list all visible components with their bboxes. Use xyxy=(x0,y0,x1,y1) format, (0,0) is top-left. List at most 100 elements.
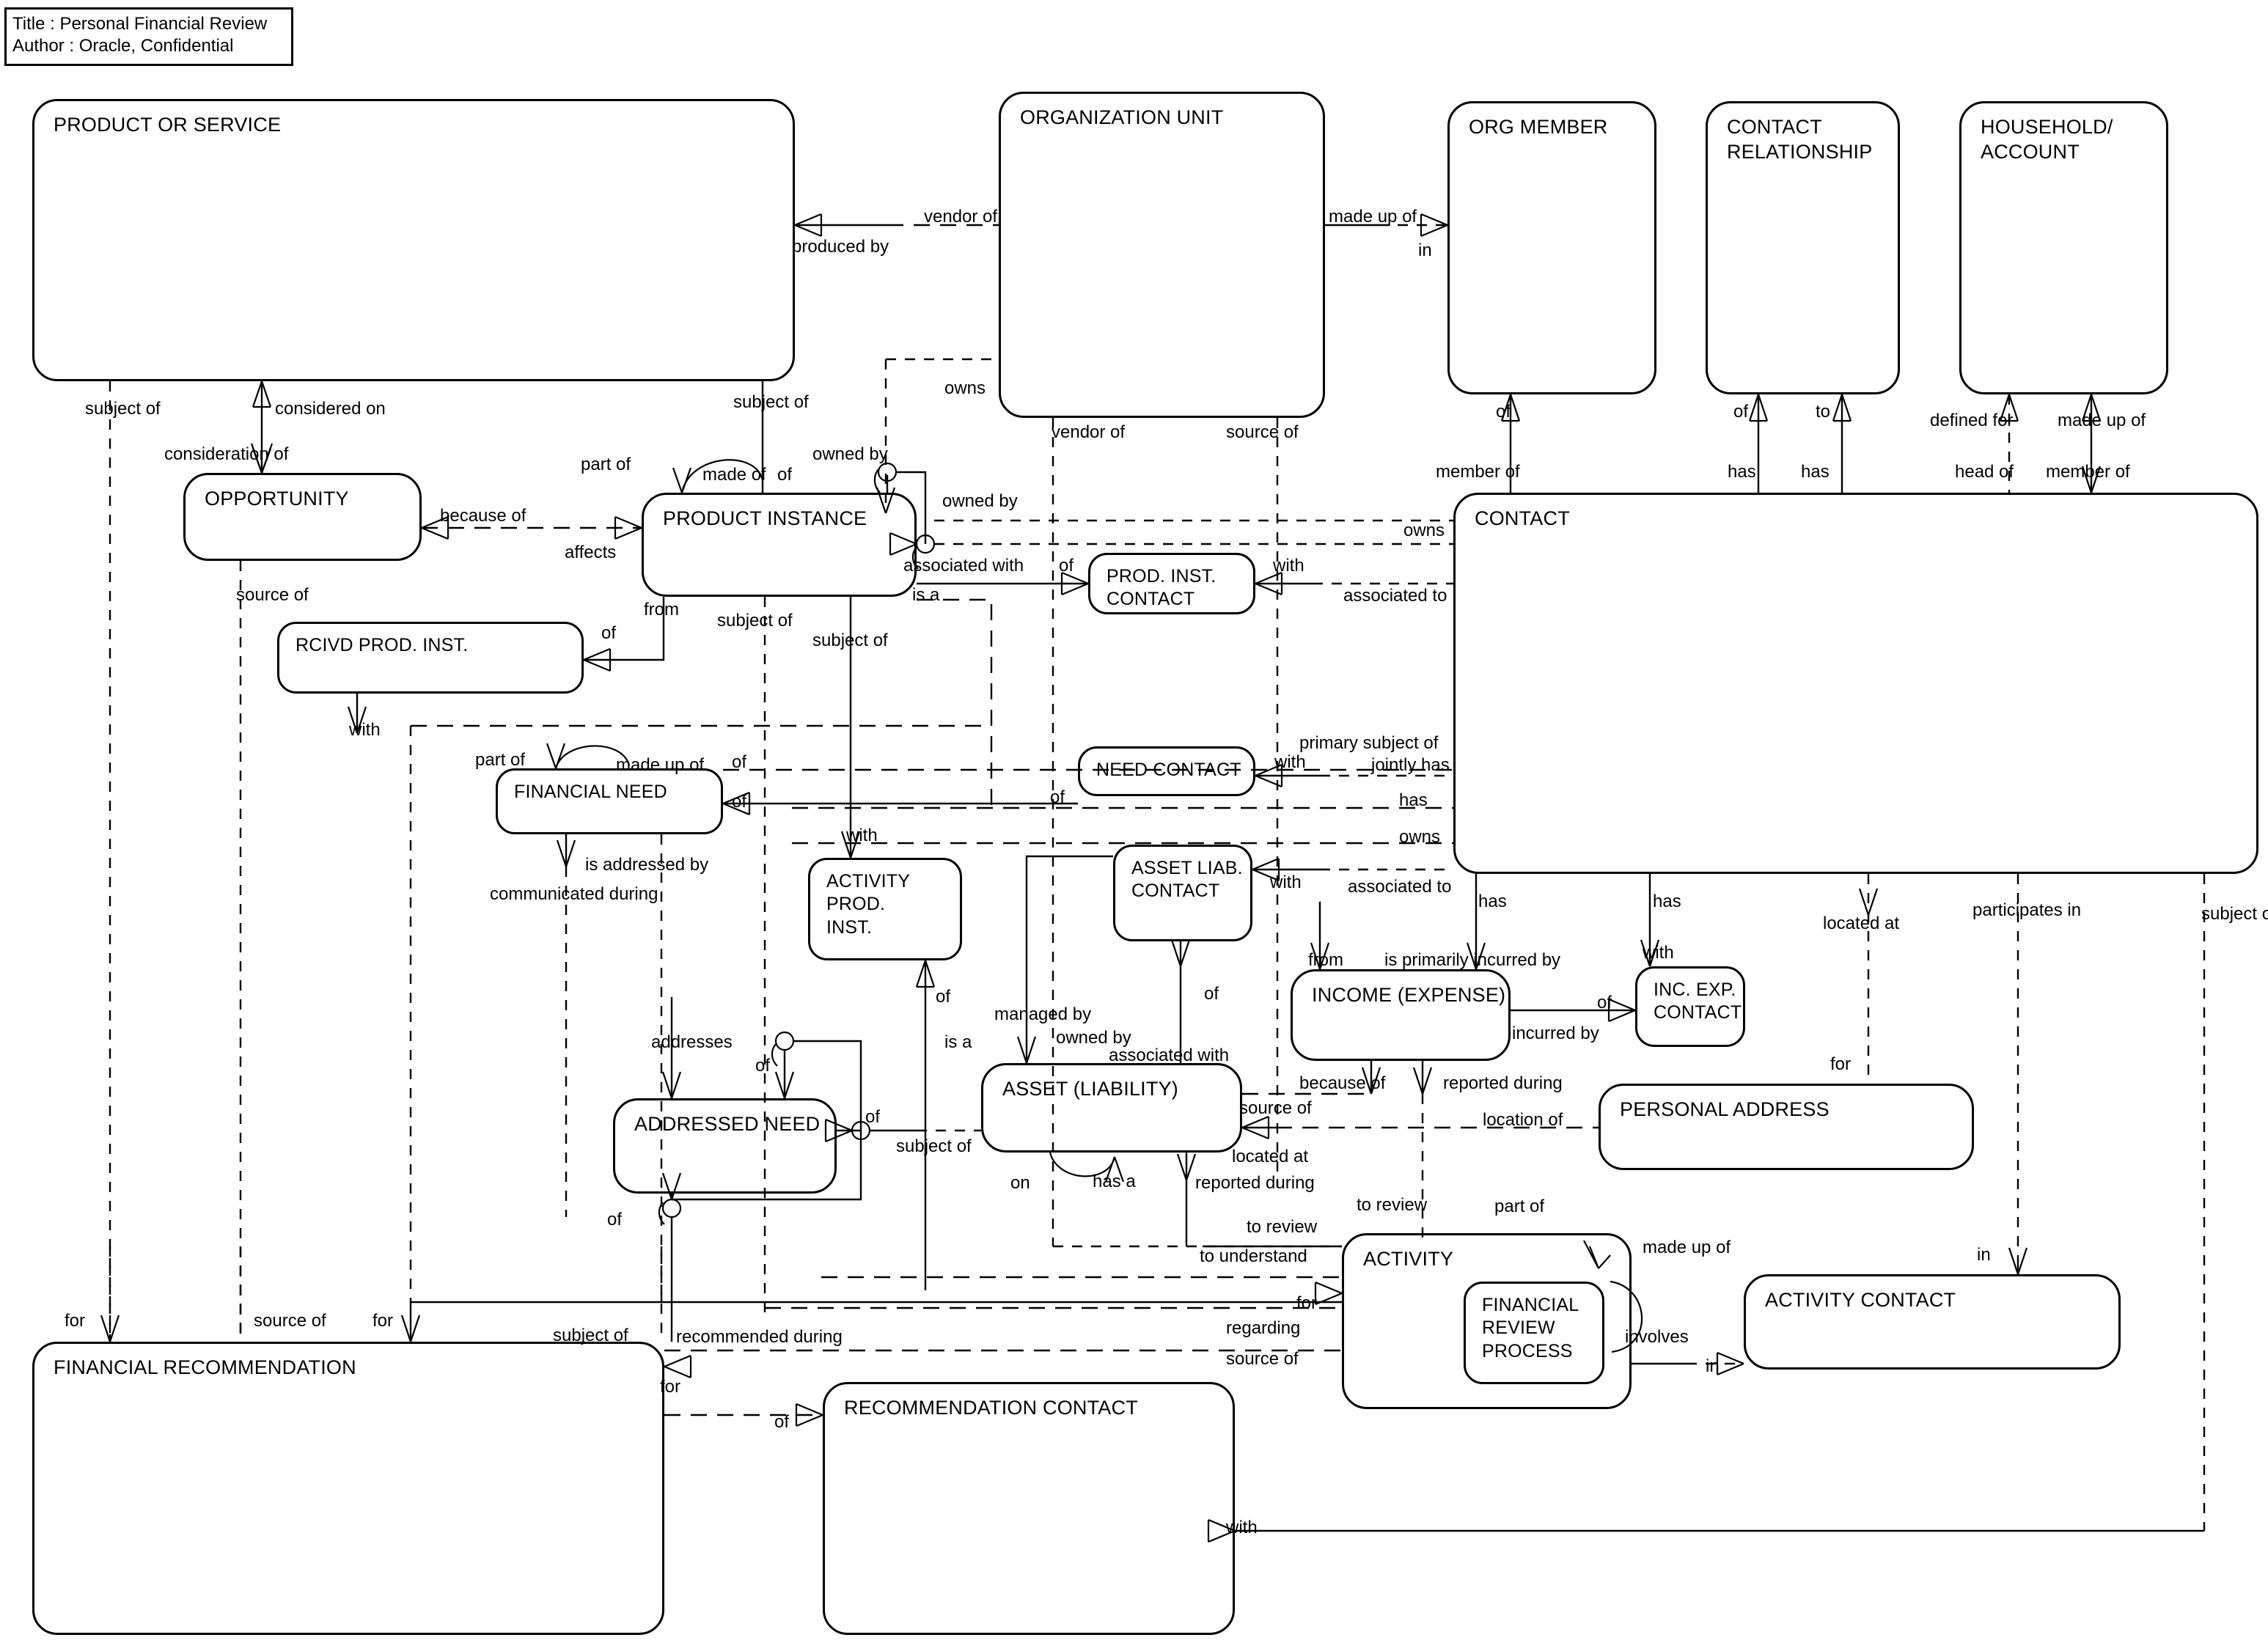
relationship-label: source of xyxy=(1226,422,1299,442)
relationship-label: part of xyxy=(1494,1197,1545,1216)
relationship-label: reported during xyxy=(1195,1173,1315,1193)
entity-contact[interactable]: CONTACT xyxy=(1453,493,2258,874)
entity-need-contact[interactable]: NEED CONTACT xyxy=(1078,746,1255,796)
relationship-label: of xyxy=(1496,402,1511,422)
relationship-label: of xyxy=(1597,993,1612,1012)
relationship-label: made up of xyxy=(616,755,705,775)
entity-label: ADDRESSED NEED xyxy=(634,1113,821,1135)
relationship-label: of xyxy=(774,1412,790,1432)
relationship-label: from xyxy=(644,600,679,620)
relationship-label: made up of xyxy=(1643,1238,1731,1257)
title-line: Title : Personal Financial Review xyxy=(12,14,268,34)
entity-financial-recommendation[interactable]: FINANCIAL RECOMMENDATION xyxy=(32,1342,664,1635)
relationship-label: involves xyxy=(1625,1327,1689,1347)
entity-recommendation-contact[interactable]: RECOMMENDATION CONTACT xyxy=(823,1382,1235,1635)
relationship-label: with xyxy=(1270,872,1302,892)
relationship-label: owned by xyxy=(942,491,1018,511)
relationship-label: owns xyxy=(1399,827,1441,847)
entity-activity-prod-inst[interactable]: ACTIVITY PROD. INST. xyxy=(808,858,962,960)
relationship-label: for xyxy=(1830,1054,1852,1074)
relationship-label: member of xyxy=(1436,462,1520,482)
entity-activity[interactable]: ACTIVITY xyxy=(1342,1233,1632,1409)
entity-prod-inst-contact[interactable]: PROD. INST. CONTACT xyxy=(1088,553,1255,614)
relationship-label: of xyxy=(1050,787,1065,807)
relationship-label: of xyxy=(865,1107,881,1127)
relationship-label: in xyxy=(1418,240,1432,260)
relationship-label: of xyxy=(732,752,747,772)
entity-income-expense[interactable]: INCOME (EXPENSE) xyxy=(1291,969,1511,1061)
entity-asset-liab-contact[interactable]: ASSET LIAB. CONTACT xyxy=(1113,845,1252,941)
relationship-label: subject of xyxy=(717,611,793,631)
relationship-label: incurred by xyxy=(1512,1023,1599,1043)
entity-personal-address[interactable]: PERSONAL ADDRESS xyxy=(1599,1084,1974,1170)
entity-addressed-need[interactable]: ADDRESSED NEED xyxy=(613,1098,837,1194)
relationship-label: regarding xyxy=(1226,1318,1301,1338)
relationship-label: defined for xyxy=(1930,411,2014,430)
entity-organization-unit[interactable]: ORGANIZATION UNIT xyxy=(999,92,1325,418)
entity-activity-contact[interactable]: ACTIVITY CONTACT xyxy=(1744,1274,2121,1370)
relationship-label: communicated during xyxy=(490,884,658,904)
relationship-label: is addressed by xyxy=(585,855,709,875)
entity-rcivd-prod-inst[interactable]: RCIVD PROD. INST. xyxy=(277,622,584,694)
entity-label: INC. EXP. CONTACT xyxy=(1654,979,1742,1023)
relationship-label: made up of xyxy=(2058,411,2146,430)
relationship-label: addresses xyxy=(651,1032,733,1052)
entity-label: FINANCIAL REVIEW PROCESS xyxy=(1482,1295,1579,1361)
relationship-label: with xyxy=(1274,752,1306,772)
relationship-label: vendor of xyxy=(1052,422,1126,442)
relationship-label: participates in xyxy=(1972,900,2082,920)
entity-inc-exp-contact[interactable]: INC. EXP. CONTACT xyxy=(1635,966,1745,1047)
entity-financial-need[interactable]: FINANCIAL NEED xyxy=(496,768,723,834)
relationship-label: has xyxy=(1478,892,1507,911)
relationship-label: made of xyxy=(702,465,766,485)
entity-label: OPPORTUNITY xyxy=(205,488,349,510)
entity-household-account[interactable]: HOUSEHOLD/ ACCOUNT xyxy=(1959,101,2168,394)
entity-label: ACTIVITY PROD. INST. xyxy=(826,871,910,938)
relationship-label: has xyxy=(1801,462,1830,482)
entity-asset-liability[interactable]: ASSET (LIABILITY) xyxy=(981,1063,1242,1153)
relationship-label: managed by xyxy=(994,1004,1092,1024)
author-line: Author : Oracle, Confidential xyxy=(12,36,234,56)
relationship-label: source of xyxy=(236,585,309,605)
relationship-label: subject of xyxy=(733,392,809,412)
relationship-label: has xyxy=(1399,790,1428,810)
entity-label: PROD. INST. CONTACT xyxy=(1107,566,1216,610)
relationship-label: of xyxy=(1204,984,1219,1004)
relationship-label: located at xyxy=(1823,914,1900,933)
relationship-label: with xyxy=(1643,943,1674,963)
entity-label: FINANCIAL RECOMMENDATION xyxy=(54,1356,356,1378)
relationship-label: for xyxy=(660,1377,681,1397)
relationship-label: located at xyxy=(1232,1147,1309,1166)
entity-label: FINANCIAL NEED xyxy=(514,782,667,802)
relationship-label: subject of xyxy=(85,399,161,419)
relationship-label: reported during xyxy=(1443,1073,1563,1093)
entity-financial-review-process[interactable]: FINANCIAL REVIEW PROCESS xyxy=(1464,1282,1604,1384)
entity-product-instance[interactable]: PRODUCT INSTANCE xyxy=(642,493,917,597)
relationship-label: in xyxy=(1977,1245,1991,1265)
relationship-label: because of xyxy=(440,506,526,526)
entity-label: RCIVD PROD. INST. xyxy=(296,635,469,655)
entity-label: ORGANIZATION UNIT xyxy=(1020,106,1224,128)
relationship-label: with xyxy=(1273,556,1304,576)
entity-label: ACTIVITY CONTACT xyxy=(1765,1289,1956,1311)
entity-label: HOUSEHOLD/ ACCOUNT xyxy=(1981,116,2113,163)
relationship-label: is a xyxy=(944,1032,972,1052)
relationship-label: of xyxy=(607,1210,623,1230)
relationship-label: produced by xyxy=(792,237,889,257)
relationship-label: source of xyxy=(1239,1098,1312,1118)
relationship-label: source of xyxy=(254,1311,326,1331)
relationship-label: has xyxy=(1728,462,1756,482)
relationship-label: on xyxy=(1010,1173,1030,1193)
relationship-label: of xyxy=(777,465,793,485)
relationship-label: considered on xyxy=(275,399,386,419)
entity-label: PRODUCT OR SERVICE xyxy=(54,114,282,136)
entity-label: RECOMMENDATION CONTACT xyxy=(844,1397,1138,1419)
entity-opportunity[interactable]: OPPORTUNITY xyxy=(183,473,422,561)
relationship-label: with xyxy=(846,826,878,845)
entity-contact-relationship[interactable]: CONTACT RELATIONSHIP xyxy=(1706,101,1900,394)
entity-org-member[interactable]: ORG MEMBER xyxy=(1447,101,1656,394)
entity-product-or-service[interactable]: PRODUCT OR SERVICE xyxy=(32,99,795,381)
entity-label: ACTIVITY xyxy=(1363,1248,1454,1270)
relationship-label: member of xyxy=(2046,462,2130,482)
